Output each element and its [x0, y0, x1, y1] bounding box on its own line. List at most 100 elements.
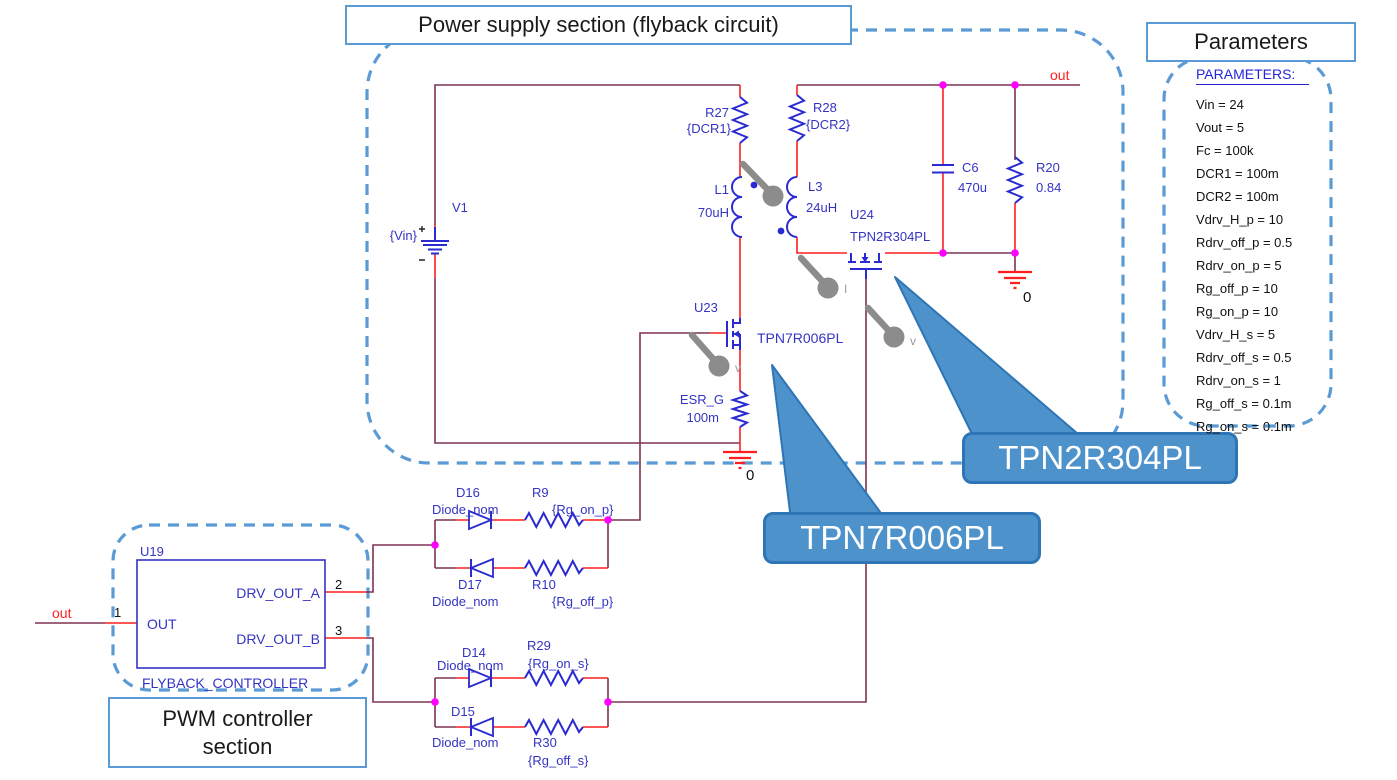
- resistor-r20: [1005, 156, 1025, 204]
- label-v1-ref: V1: [452, 200, 468, 215]
- parameter-item: Vin = 24: [1196, 97, 1244, 112]
- capacitor-c6: [932, 164, 954, 174]
- pwm-title-line1: PWM controller: [162, 706, 313, 731]
- phase-dot-primary: [750, 181, 758, 189]
- parameter-item: Vout = 5: [1196, 120, 1245, 135]
- pin-name-drv-out-a: DRV_OUT_A: [236, 585, 320, 601]
- label-esr-value: 100m: [686, 410, 719, 425]
- callout-tpn2r304pl-text: TPN2R304PL: [998, 439, 1202, 476]
- label-u24-value: TPN2R304PL: [850, 229, 930, 244]
- label-r27-value: {DCR1}: [687, 121, 732, 136]
- net-label-out-right: out: [1050, 67, 1070, 83]
- resistor-r9: [524, 510, 584, 530]
- inductor-l3: [786, 176, 798, 238]
- power-section-title: Power supply section (flyback circuit): [418, 12, 779, 38]
- parameters-title-box: Parameters: [1146, 22, 1356, 62]
- power-section-title-box: Power supply section (flyback circuit): [345, 5, 852, 45]
- label-esr-ref: ESR_G: [680, 392, 724, 407]
- resistor-esr-g: [729, 390, 751, 428]
- probe-label-current: I: [844, 282, 847, 296]
- label-l1-ref: L1: [715, 182, 729, 197]
- label-u19-ref: U19: [140, 544, 164, 559]
- label-d15-ref: D15: [451, 704, 475, 719]
- resistor-r30: [524, 717, 584, 737]
- parameter-item: Vdrv_H_p = 10: [1196, 212, 1284, 227]
- resistor-r28: [787, 94, 807, 142]
- diode-d15: [468, 716, 494, 738]
- label-u19-value: FLYBACK_CONTROLLER: [142, 675, 308, 691]
- parameters-title: Parameters: [1194, 29, 1308, 55]
- label-r27-ref: R27: [705, 105, 729, 120]
- callout-pointer-tpn7r006pl: [771, 364, 887, 521]
- label-u24-ref: U24: [850, 207, 874, 222]
- parameter-item: Rg_off_p = 10: [1196, 281, 1278, 296]
- label-r20-ref: R20: [1036, 160, 1060, 175]
- diode-d16: [468, 509, 494, 531]
- pin-number-1: 1: [114, 605, 121, 620]
- phase-dot-secondary: [777, 227, 785, 235]
- label-d16-ref: D16: [456, 485, 480, 500]
- resistor-r27: [730, 96, 750, 144]
- label-d16-value: Diode_nom: [432, 502, 499, 517]
- label-r10-value: {Rg_off_p}: [552, 594, 614, 609]
- current-probe-u24: [797, 254, 839, 299]
- pin-name-out: OUT: [147, 616, 177, 632]
- diode-d14: [468, 667, 494, 689]
- callout-tpn7r006pl: TPN7R006PL: [763, 512, 1041, 564]
- label-l3-value: 24uH: [806, 200, 837, 215]
- battery-v1: [419, 226, 449, 261]
- label-d17-value: Diode_nom: [432, 594, 499, 609]
- parameters-header: PARAMETERS:: [1196, 66, 1310, 85]
- parameter-item: Rg_off_s = 0.1m: [1196, 396, 1292, 411]
- net-label-out-left: out: [52, 605, 72, 621]
- label-r10-ref: R10: [532, 577, 556, 592]
- label-l3-ref: L3: [808, 179, 822, 194]
- pin-number-3: 3: [335, 623, 342, 638]
- label-d14-value: Diode_nom: [437, 658, 504, 673]
- battery-polarity-marks: [419, 226, 425, 261]
- mosfet-u23: [726, 318, 741, 350]
- resistor-r29: [524, 668, 584, 688]
- callout-tpn2r304pl: TPN2R304PL: [962, 432, 1238, 484]
- label-c6-ref: C6: [962, 160, 979, 175]
- parameter-item: Rdrv_off_s = 0.5: [1196, 350, 1292, 365]
- callout-pointer-tpn2r304pl: [894, 276, 1086, 441]
- parameter-item: DCR1 = 100m: [1196, 166, 1279, 181]
- ground-label-primary: 0: [746, 467, 754, 484]
- parameter-item: DCR2 = 100m: [1196, 189, 1279, 204]
- label-u23-value: TPN7R006PL: [757, 330, 844, 346]
- label-r30-value: {Rg_off_s}: [528, 753, 589, 768]
- ground-primary: [723, 450, 757, 470]
- label-r28-value: {DCR2}: [806, 117, 851, 132]
- label-d15-value: Diode_nom: [432, 735, 499, 750]
- label-u23-ref: U23: [694, 300, 718, 315]
- mosfet-u24: [848, 253, 882, 279]
- pwm-title-line2: section: [202, 733, 273, 759]
- parameter-item: Rdrv_on_p = 5: [1196, 258, 1282, 273]
- diode-d17: [468, 557, 494, 579]
- parameter-item: Rdrv_off_p = 0.5: [1196, 235, 1293, 250]
- label-c6-value: 470u: [958, 180, 987, 195]
- label-d14-ref: D14: [462, 645, 486, 660]
- label-r28-ref: R28: [813, 100, 837, 115]
- pwm-section-outline: [111, 523, 370, 692]
- parameters-list: Vin = 24 Vout = 5 Fc = 100k DCR1 = 100m …: [1196, 93, 1346, 438]
- label-r29-ref: R29: [527, 638, 551, 653]
- parameter-item: Vdrv_H_s = 5: [1196, 327, 1276, 342]
- voltage-probe-u24-gate: [864, 304, 905, 348]
- callout-tpn7r006pl-text: TPN7R006PL: [800, 519, 1004, 556]
- pin-name-drv-out-b: DRV_OUT_B: [236, 631, 320, 647]
- pwm-section-title-box: PWM controller section: [108, 697, 367, 768]
- label-r29-value: {Rg_on_s}: [528, 656, 589, 671]
- parameter-item: Fc = 100k: [1196, 143, 1254, 158]
- pin-number-2: 2: [335, 577, 342, 592]
- parameter-item: Rg_on_p = 10: [1196, 304, 1279, 319]
- probe-label-v-secondary: v: [910, 334, 916, 348]
- junction-dots: [431, 81, 1019, 706]
- controller-u19-body: [136, 559, 326, 669]
- probe-label-v-primary: v: [735, 361, 741, 375]
- label-r20-value: 0.84: [1036, 180, 1061, 195]
- current-probe-transformer: [739, 160, 784, 207]
